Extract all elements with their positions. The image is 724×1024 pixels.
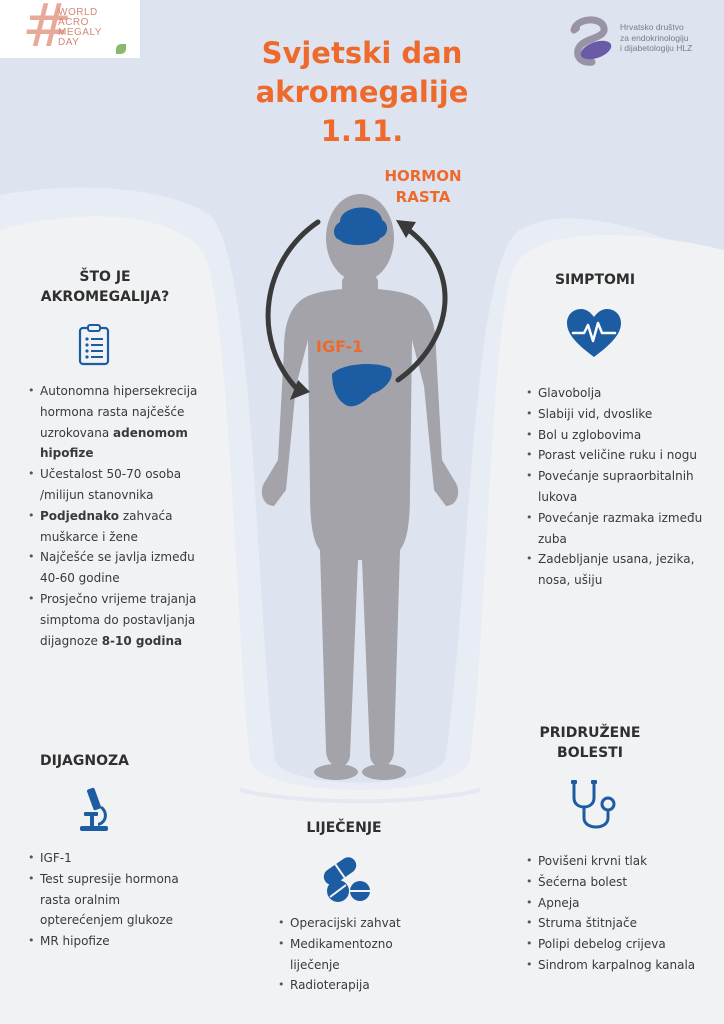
- arrow-down-left: [265, 219, 321, 393]
- society-logo-icon: [570, 16, 612, 66]
- logo-text: WORLD ACRO MEGALY DAY: [58, 7, 102, 48]
- list-item: Šećerna bolest: [526, 872, 706, 893]
- simptomi-list: Glavobolja Slabiji vid, dvoslike Bol u z…: [526, 383, 706, 591]
- arrow-head-right: [396, 220, 416, 238]
- pridruzene-heading: PRIDRUŽENE BOLESTI: [539, 725, 641, 761]
- list-item: Struma štitnjače: [526, 913, 706, 934]
- body-silhouette: [261, 194, 459, 780]
- list-item: Glavobolja: [526, 383, 706, 404]
- simptomi-heading: SIMPTOMI: [554, 272, 636, 288]
- dijagnoza-list: IGF-1 Test supresije hormona rasta oraln…: [28, 848, 203, 952]
- sto-je-heading: ŠTO JE AKROMEGALIJA?: [40, 269, 170, 305]
- list-item: Zadebljanje usana, jezika, nosa, ušiju: [526, 549, 706, 591]
- list-item: Povišeni krvni tlak: [526, 851, 706, 872]
- world-acromegaly-day-logo: # WORLD ACRO MEGALY DAY: [0, 0, 140, 58]
- list-item: Prosječno vrijeme trajanja simptoma do p…: [28, 589, 200, 651]
- sto-je-list: Autonomna hipersekrecija hormona rasta n…: [28, 381, 200, 651]
- pridruzene-list: Povišeni krvni tlak Šećerna bolest Apnej…: [526, 851, 706, 976]
- list-item: Apneja: [526, 893, 706, 914]
- lijecenje-heading: LIJEČENJE: [306, 820, 382, 836]
- microscope-icon: [80, 787, 108, 831]
- lijecenje-list: Operacijski zahvat Medikamentozno liječe…: [278, 913, 428, 996]
- list-item: Najčešće se javlja između 40-60 godine: [28, 547, 200, 589]
- list-item: Test supresije hormona rasta oralnim opt…: [28, 869, 203, 931]
- page-title: Svjetski dan akromegalije 1.11.: [255, 36, 469, 148]
- logo-hash: #: [22, 0, 73, 58]
- heart-pulse-icon: [567, 309, 621, 357]
- panel-curve: [239, 788, 481, 804]
- pills-icon: [323, 857, 370, 902]
- list-item: Povećanje razmaka između zuba: [526, 508, 706, 550]
- list-item: Učestalost 50-70 osoba /milijun stanovni…: [28, 464, 200, 506]
- list-item: Sindrom karpalnog kanala: [526, 955, 706, 976]
- list-item: Slabiji vid, dvoslike: [526, 404, 706, 425]
- list-item: Povećanje supraorbitalnih lukova: [526, 466, 706, 508]
- leaf-icon: [116, 44, 126, 54]
- list-item: Radioterapija: [278, 975, 428, 996]
- list-item: Operacijski zahvat: [278, 913, 428, 934]
- liver-icon: [332, 364, 392, 407]
- igf-label: IGF-1: [316, 337, 364, 356]
- list-item: IGF-1: [28, 848, 203, 869]
- arrow-head-left: [290, 380, 310, 400]
- list-item: Autonomna hipersekrecija hormona rasta n…: [28, 381, 200, 464]
- list-item: MR hipofize: [28, 931, 203, 952]
- list-item: Polipi debelog crijeva: [526, 934, 706, 955]
- arrow-up-right: [395, 225, 448, 383]
- society-logo-text: Hrvatsko društvo za endokrinologiju i di…: [620, 22, 693, 53]
- list-item: Medikamentozno liječenje: [278, 934, 428, 976]
- stethoscope-icon: [571, 780, 616, 829]
- list-item: Porast veličine ruku i nogu: [526, 445, 706, 466]
- list-item: Podjednako zahvaća muškarce i žene: [28, 506, 200, 548]
- clipboard-icon: [78, 324, 110, 366]
- brain-icon: [334, 207, 388, 246]
- hormon-rasta-label: HORMON RASTA: [384, 167, 462, 206]
- dijagnoza-heading: DIJAGNOZA: [40, 753, 129, 769]
- list-item: Bol u zglobovima: [526, 425, 706, 446]
- human-figure: [261, 194, 459, 780]
